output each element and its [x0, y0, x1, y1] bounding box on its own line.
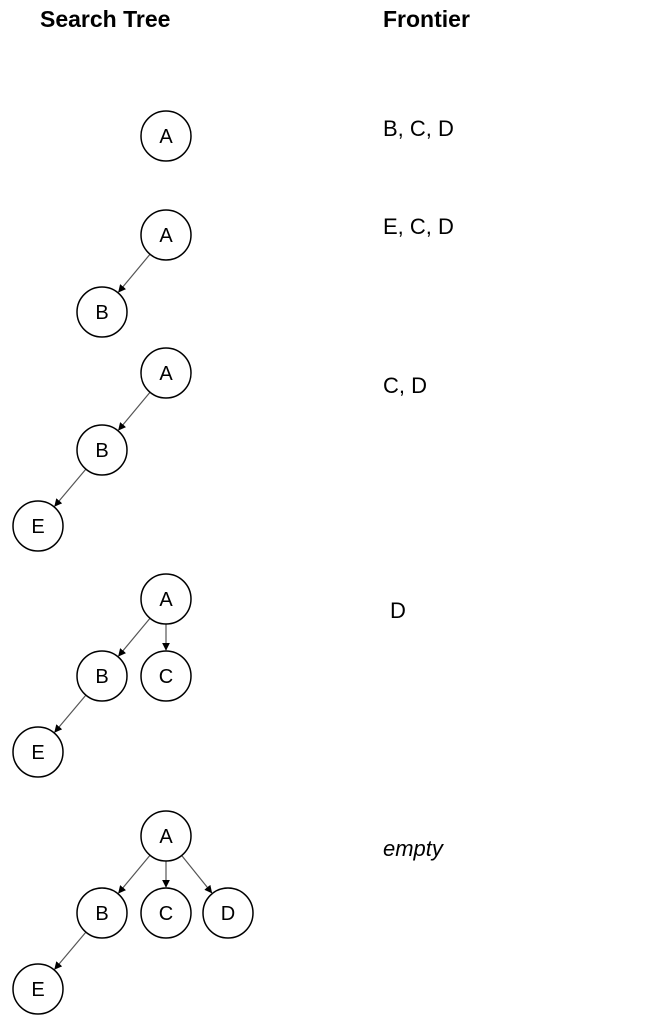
- node-label: B: [95, 903, 108, 925]
- node-label: A: [159, 225, 173, 247]
- node-b-step-4: B: [76, 650, 128, 702]
- frontier-step-2: E, C, D: [383, 214, 454, 239]
- nodes-layer: A A B A B E A B E C A B E C D: [12, 110, 254, 1015]
- node-circle: [140, 650, 192, 702]
- frontier-step-4: D: [390, 598, 406, 623]
- node-circle: [202, 887, 254, 939]
- node-b-step-3: B: [76, 424, 128, 476]
- node-label: B: [95, 666, 108, 688]
- node-d-step-5: D: [202, 887, 254, 939]
- node-label: A: [159, 363, 173, 385]
- node-circle: [140, 209, 192, 261]
- node-circle: [140, 110, 192, 162]
- edge-b-e-step-3: [54, 468, 87, 507]
- node-a-step-1: A: [140, 110, 192, 162]
- node-c-step-4: C: [140, 650, 192, 702]
- node-e-step-3: E: [12, 500, 64, 552]
- node-label: A: [159, 126, 173, 148]
- edge-a-b-step-3: [118, 391, 151, 431]
- node-e-step-4: E: [12, 726, 64, 778]
- node-circle: [140, 347, 192, 399]
- node-circle: [140, 810, 192, 862]
- node-label: A: [159, 589, 173, 611]
- node-circle: [12, 726, 64, 778]
- search-tree-heading: Search Tree: [40, 6, 171, 32]
- frontier-heading: Frontier: [383, 6, 470, 32]
- node-circle: [140, 573, 192, 625]
- node-b-step-2: B: [76, 286, 128, 338]
- node-label: E: [31, 979, 44, 1001]
- edge-a-b-step-5: [118, 854, 151, 894]
- node-label: B: [95, 302, 108, 324]
- node-circle: [12, 963, 64, 1015]
- node-circle: [140, 887, 192, 939]
- node-label: E: [31, 516, 44, 538]
- node-circle: [76, 887, 128, 939]
- node-c-step-5: C: [140, 887, 192, 939]
- node-circle: [76, 286, 128, 338]
- frontier-step-1: B, C, D: [383, 116, 454, 141]
- edges-layer: [54, 253, 213, 970]
- node-label: C: [159, 903, 173, 925]
- edge-b-e-step-5: [54, 931, 87, 970]
- node-a-step-2: A: [140, 209, 192, 261]
- node-circle: [76, 650, 128, 702]
- edge-a-d-step-5: [181, 855, 213, 894]
- node-label: C: [159, 666, 173, 688]
- edge-b-e-step-4: [54, 694, 87, 733]
- node-e-step-5: E: [12, 963, 64, 1015]
- node-label: B: [95, 440, 108, 462]
- node-label: D: [221, 903, 235, 925]
- edge-a-b-step-4: [118, 617, 151, 657]
- edge-a-b-step-2: [118, 253, 151, 293]
- frontier-step-3: C, D: [383, 373, 427, 398]
- node-a-step-3: A: [140, 347, 192, 399]
- node-b-step-5: B: [76, 887, 128, 939]
- node-label: E: [31, 742, 44, 764]
- node-circle: [12, 500, 64, 552]
- node-circle: [76, 424, 128, 476]
- node-label: A: [159, 826, 173, 848]
- node-a-step-4: A: [140, 573, 192, 625]
- frontier-step-5: empty: [383, 836, 443, 861]
- node-a-step-5: A: [140, 810, 192, 862]
